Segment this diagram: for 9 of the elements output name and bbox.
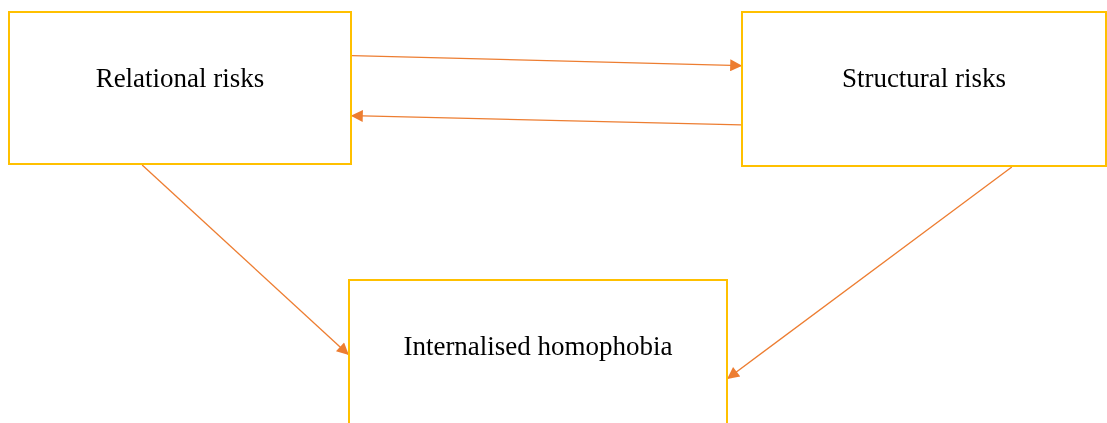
arrow [141,164,349,355]
box-label: Relational risks [94,62,266,95]
concept-box [348,279,728,423]
concept-box [8,11,352,165]
arrow [727,166,1013,379]
box-label: Structural risks [840,62,1008,95]
box-label: Internalised homophobia [402,330,674,363]
arrow [351,55,743,72]
concept-box [741,11,1107,167]
